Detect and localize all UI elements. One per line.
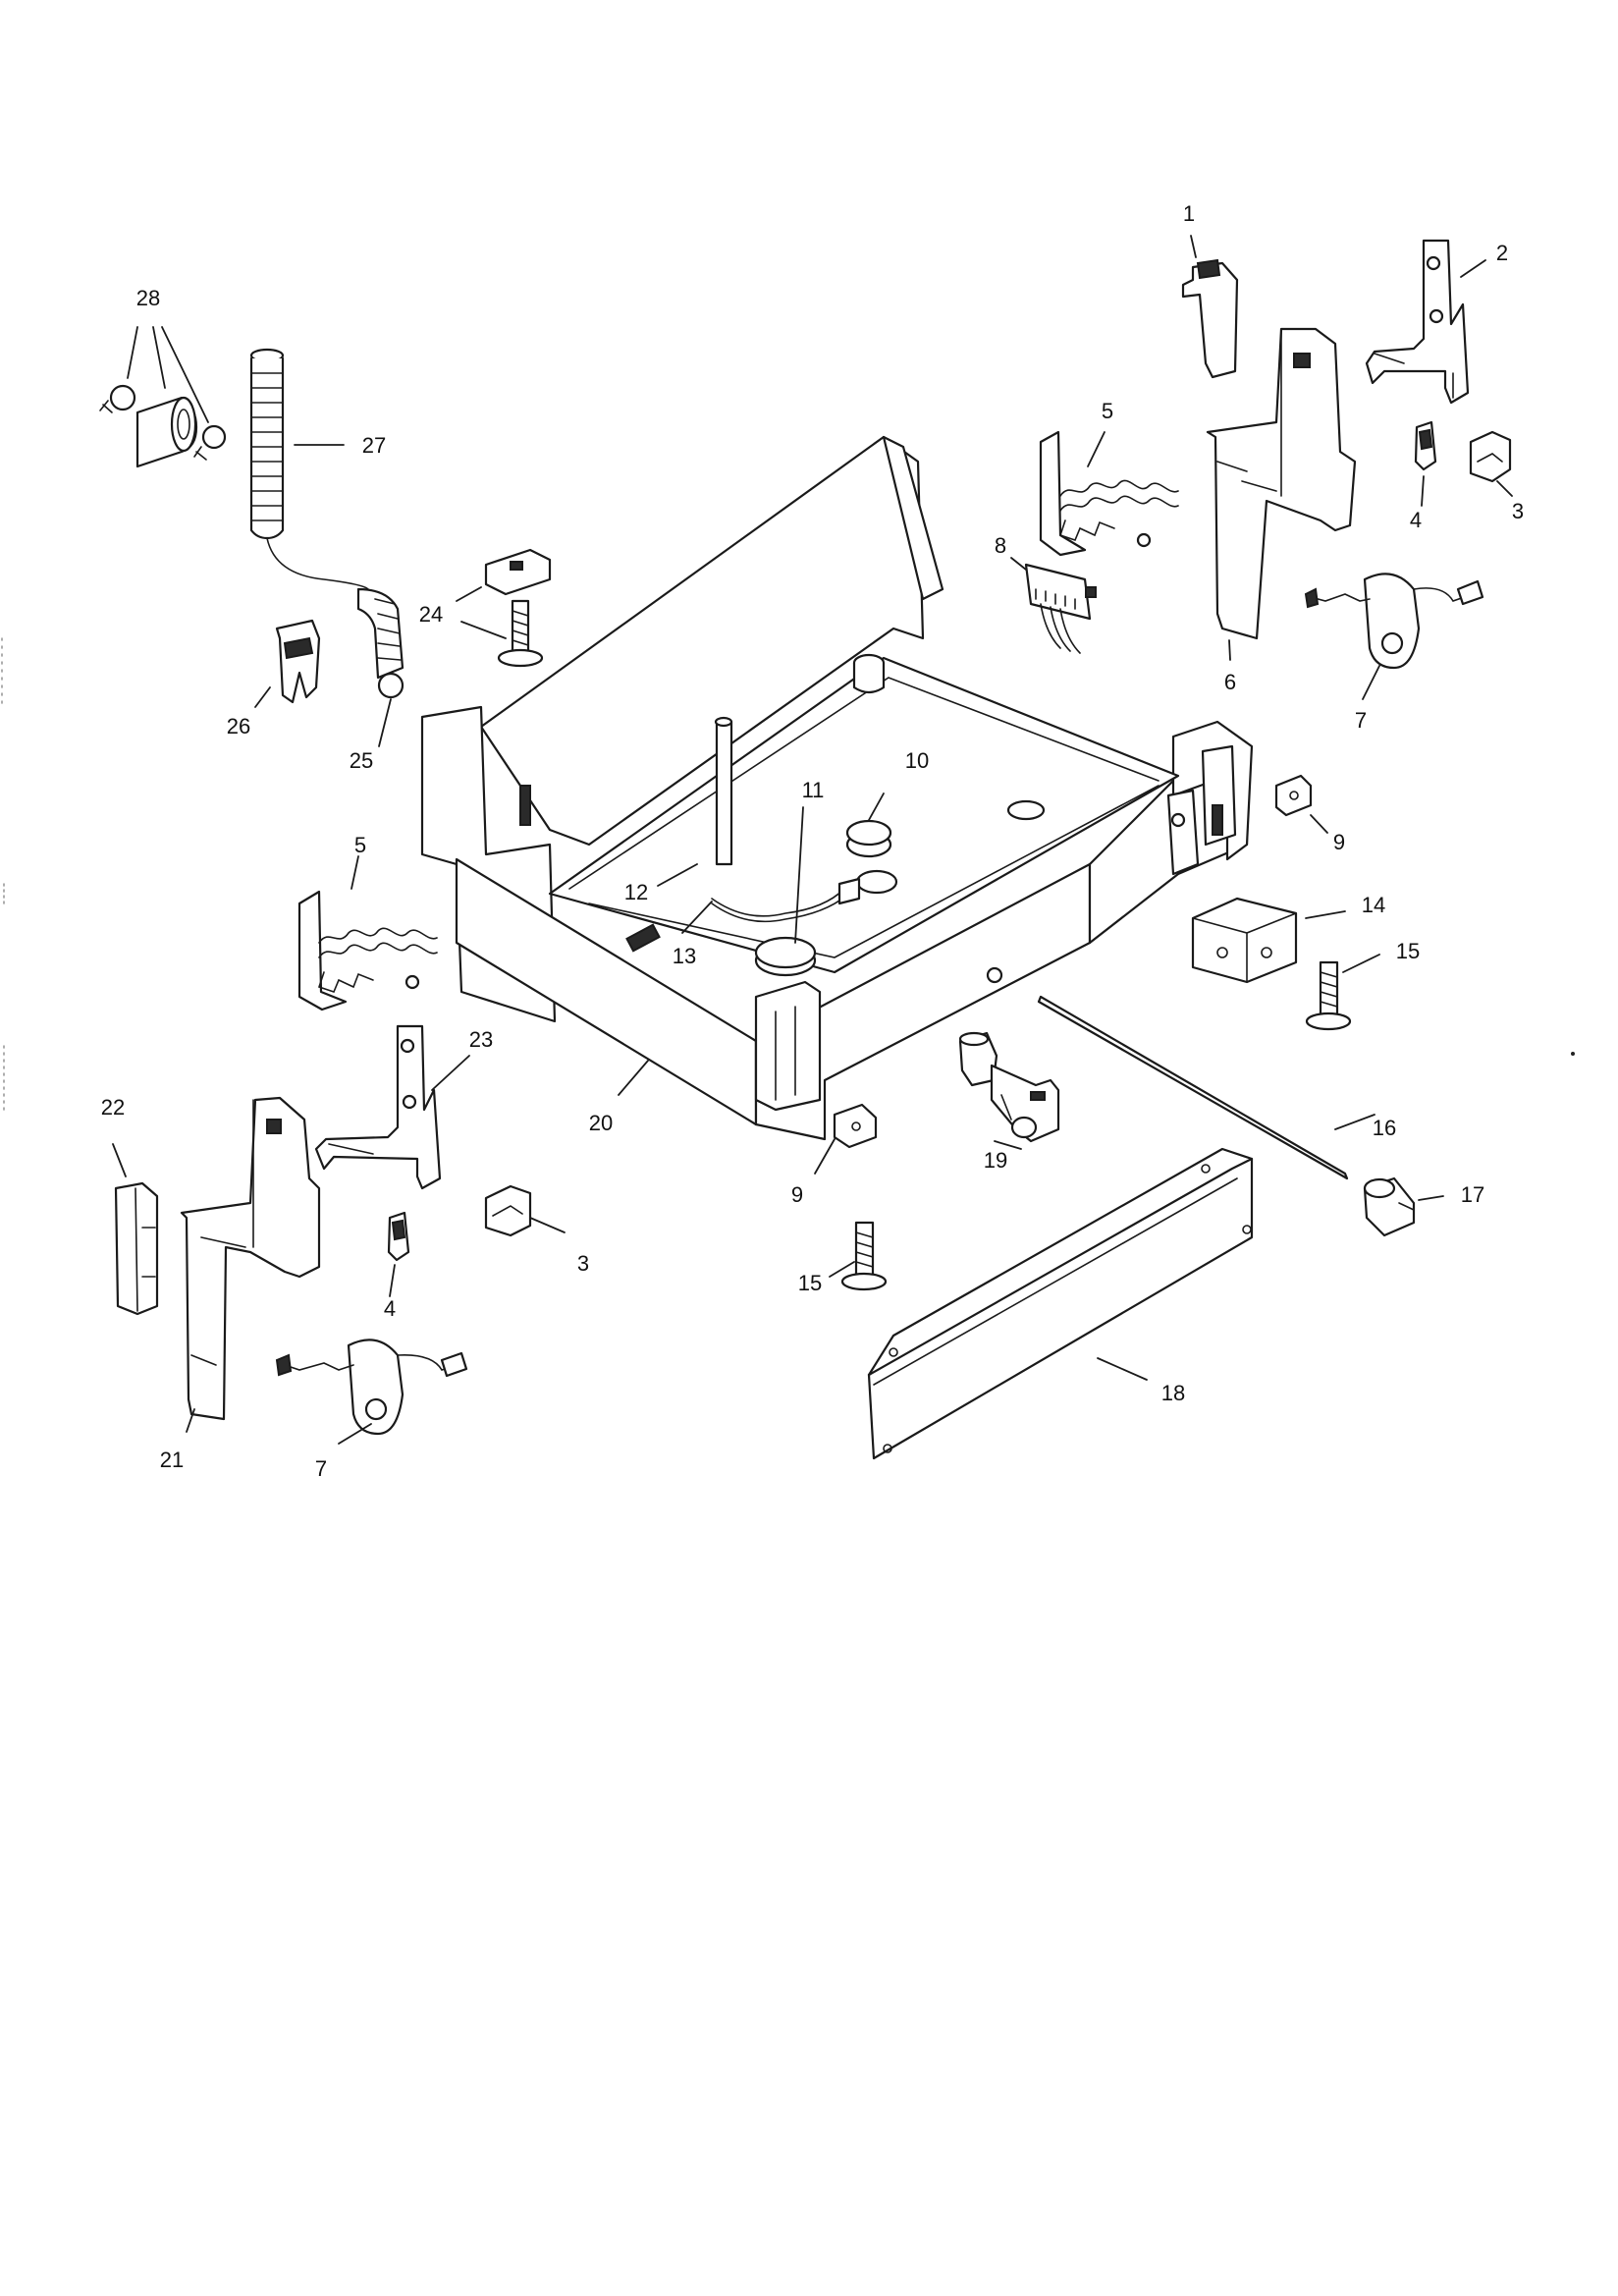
callout-27: 27	[362, 433, 386, 458]
part-7-motor-right	[1304, 573, 1484, 670]
part-17-knob	[1363, 1176, 1416, 1237]
callout-4: 4	[1410, 508, 1422, 532]
callout-5: 5	[354, 833, 366, 857]
callout-14: 14	[1362, 893, 1385, 917]
callout-10: 10	[905, 748, 929, 773]
callout-23: 23	[469, 1027, 493, 1052]
part-26-clip	[275, 619, 321, 704]
callout-5: 5	[1102, 399, 1113, 423]
callout-9: 9	[1333, 830, 1345, 854]
part-2-hinge-arm	[1365, 239, 1470, 405]
callout-28: 28	[136, 286, 160, 310]
part-9-clip-center	[833, 1103, 878, 1149]
leader-lines	[112, 235, 1513, 1445]
callout-15: 15	[798, 1271, 822, 1295]
callout-17: 17	[1461, 1182, 1484, 1207]
part-23-hinge-arm-left	[314, 1024, 442, 1190]
callout-8: 8	[995, 533, 1006, 558]
part-21-hinge-bracket-left	[180, 1096, 321, 1421]
callout-3: 3	[577, 1251, 589, 1276]
callout-26: 26	[227, 714, 250, 738]
part-4-connector-left	[387, 1211, 410, 1262]
part-7-motor-left	[275, 1339, 468, 1436]
callout-11: 11	[802, 778, 825, 802]
part-25-hose-end	[356, 587, 404, 699]
callout-6: 6	[1224, 670, 1236, 694]
part-14-box-bracket	[1191, 897, 1298, 984]
part-24-screw	[484, 548, 552, 668]
part-1-bracket	[1181, 258, 1239, 379]
part-15-screw-right	[1305, 960, 1352, 1031]
callout-labels: 1 2 3 3 4 4 5 5 6 7 7 8 9 9 10 11 12 13 …	[101, 201, 1524, 1481]
part-27-drain-hose	[249, 348, 369, 590]
callout-22: 22	[101, 1095, 125, 1120]
part-5-spring-top	[1039, 430, 1179, 557]
callout-20: 20	[589, 1111, 613, 1135]
callout-25: 25	[350, 748, 373, 773]
part-28-coupling-clamps	[99, 384, 227, 468]
scan-marks	[1, 637, 1575, 1111]
part-22-latch	[114, 1181, 159, 1316]
part-4-connector-top	[1414, 420, 1437, 471]
base-tub-part-20	[420, 435, 1254, 1141]
callout-3: 3	[1512, 499, 1524, 523]
part-3-clip-left	[484, 1184, 532, 1237]
callout-7: 7	[315, 1456, 327, 1481]
part-15-screw-center	[840, 1221, 888, 1291]
callout-7: 7	[1355, 708, 1367, 733]
callout-4: 4	[384, 1296, 396, 1321]
callout-2: 2	[1496, 241, 1508, 265]
callout-21: 21	[160, 1448, 184, 1472]
callout-9: 9	[791, 1182, 803, 1207]
callout-15: 15	[1396, 939, 1420, 963]
part-8-terminal-block	[1024, 563, 1097, 654]
part-16-rod	[1037, 995, 1349, 1180]
callout-1: 1	[1183, 201, 1195, 226]
callout-16: 16	[1373, 1116, 1396, 1140]
callout-19: 19	[984, 1148, 1007, 1173]
part-18-kick-plate	[867, 1147, 1254, 1460]
part-5-spring-left	[297, 890, 438, 1011]
part-6-hinge-bracket	[1206, 327, 1357, 640]
part-19-inlet-valve	[958, 1031, 1060, 1143]
part-9-clip-right	[1274, 774, 1313, 817]
callout-12: 12	[624, 880, 648, 904]
callout-24: 24	[419, 602, 443, 627]
part-3-clip-top	[1469, 430, 1512, 483]
callout-18: 18	[1161, 1381, 1185, 1405]
callout-13: 13	[673, 944, 696, 968]
